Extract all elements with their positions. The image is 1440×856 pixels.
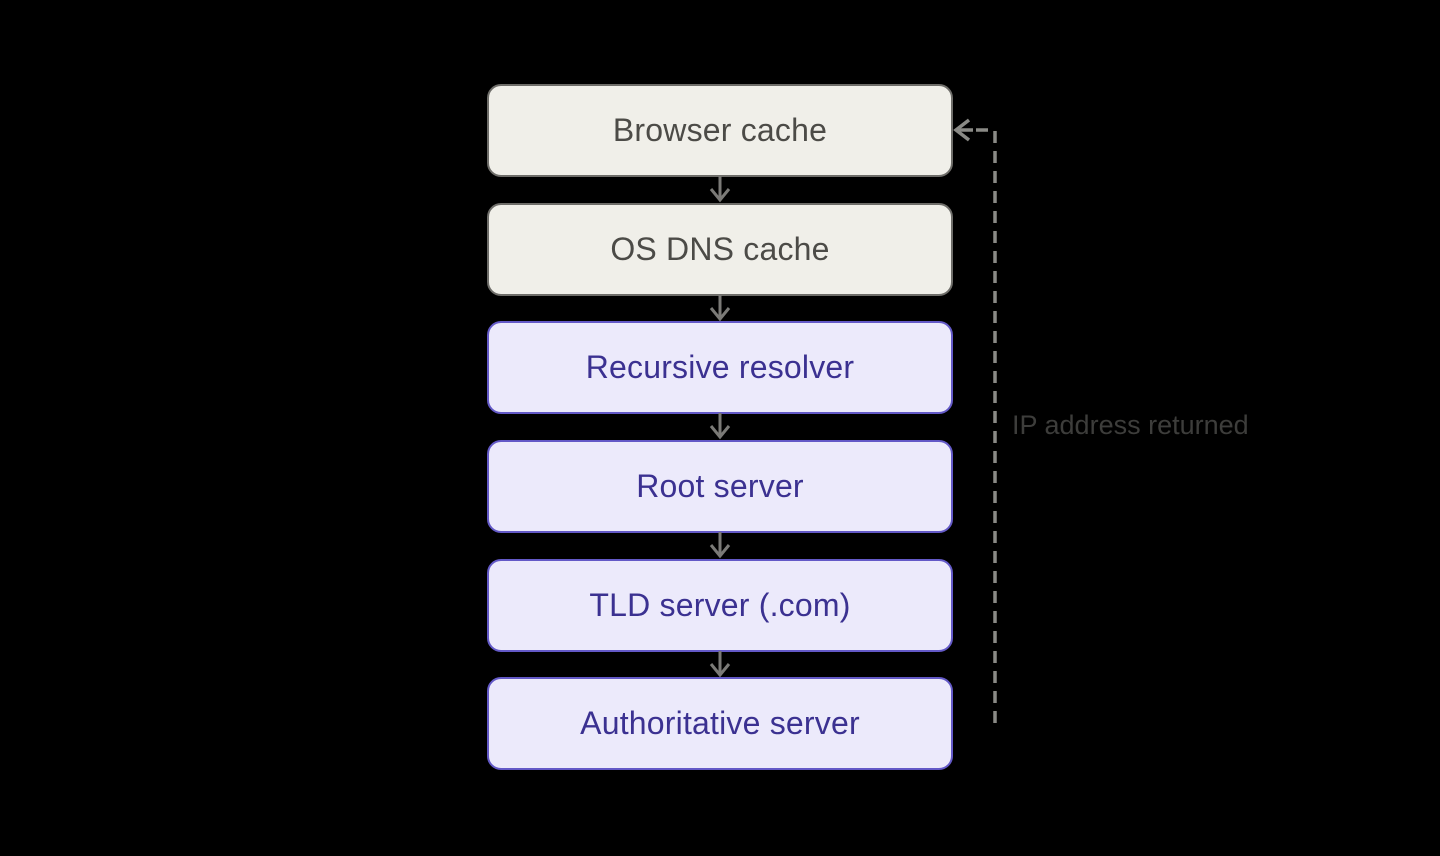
- node-os-dns-cache-label: OS DNS cache: [610, 231, 830, 267]
- node-authoritative-server: Authoritative server: [487, 677, 953, 770]
- node-root-server-label: Root server: [636, 468, 804, 504]
- node-tld-server: TLD server (.com): [487, 559, 953, 652]
- down-arrow-icon: [709, 413, 731, 440]
- left-arrowhead-icon: [953, 118, 971, 142]
- node-root-server: Root server: [487, 440, 953, 533]
- node-tld-server-label: TLD server (.com): [589, 587, 851, 623]
- node-browser-cache: Browser cache: [487, 84, 953, 177]
- down-arrow-icon: [709, 651, 731, 678]
- node-recursive-resolver-label: Recursive resolver: [585, 349, 855, 385]
- down-arrow-icon: [709, 176, 731, 203]
- down-arrow-icon: [709, 295, 731, 322]
- return-edge-label: IP address returned: [1012, 410, 1249, 440]
- node-authoritative-server-label: Authoritative server: [580, 705, 860, 741]
- down-arrow-icon: [709, 532, 731, 559]
- node-recursive-resolver: Recursive resolver: [487, 321, 953, 414]
- node-os-dns-cache: OS DNS cache: [487, 203, 953, 296]
- node-browser-cache-label: Browser cache: [612, 112, 828, 148]
